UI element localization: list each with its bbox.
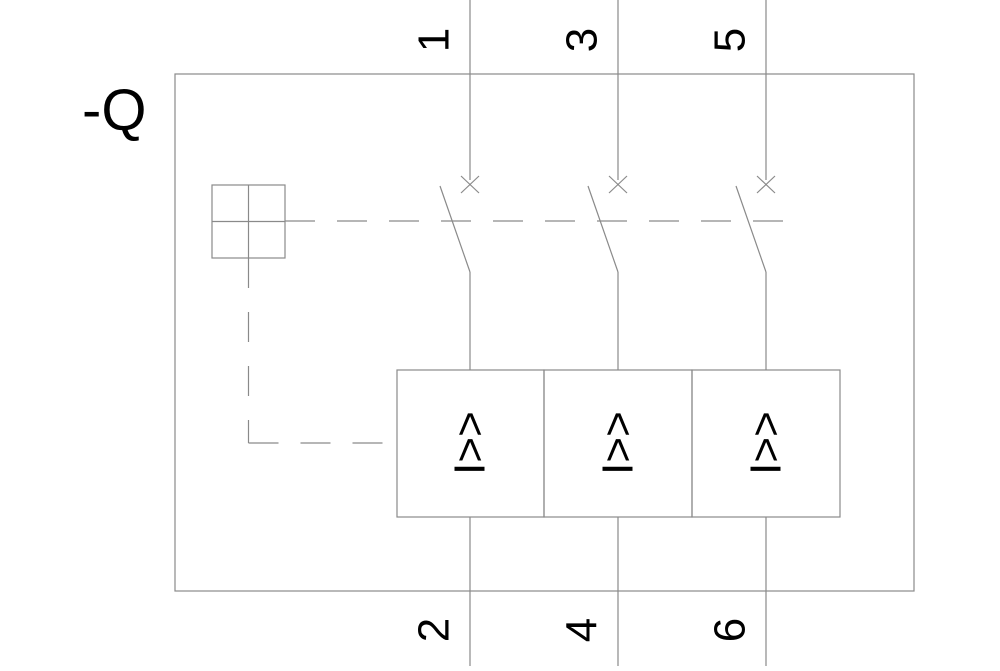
trip-unit-3-box [691,369,841,518]
terminal-5-label: 5 [706,28,755,52]
terminal-2-label: 2 [410,618,459,642]
trip-unit-2-label: I>> [594,411,643,475]
terminal-3-label: 3 [558,28,607,52]
terminal-4-label: 4 [558,618,607,642]
pole-3 [735,0,776,666]
trip-unit-1-label: I>> [446,411,495,475]
pole-1 [439,0,480,666]
device-enclosure [174,73,915,592]
designation-label: -Q [82,78,146,143]
pole-2 [587,0,628,666]
terminal-6-label: 6 [706,618,755,642]
terminal-1-label: 1 [410,28,459,52]
manual-operator [211,184,286,259]
trip-unit-3-label: I>> [742,411,791,475]
